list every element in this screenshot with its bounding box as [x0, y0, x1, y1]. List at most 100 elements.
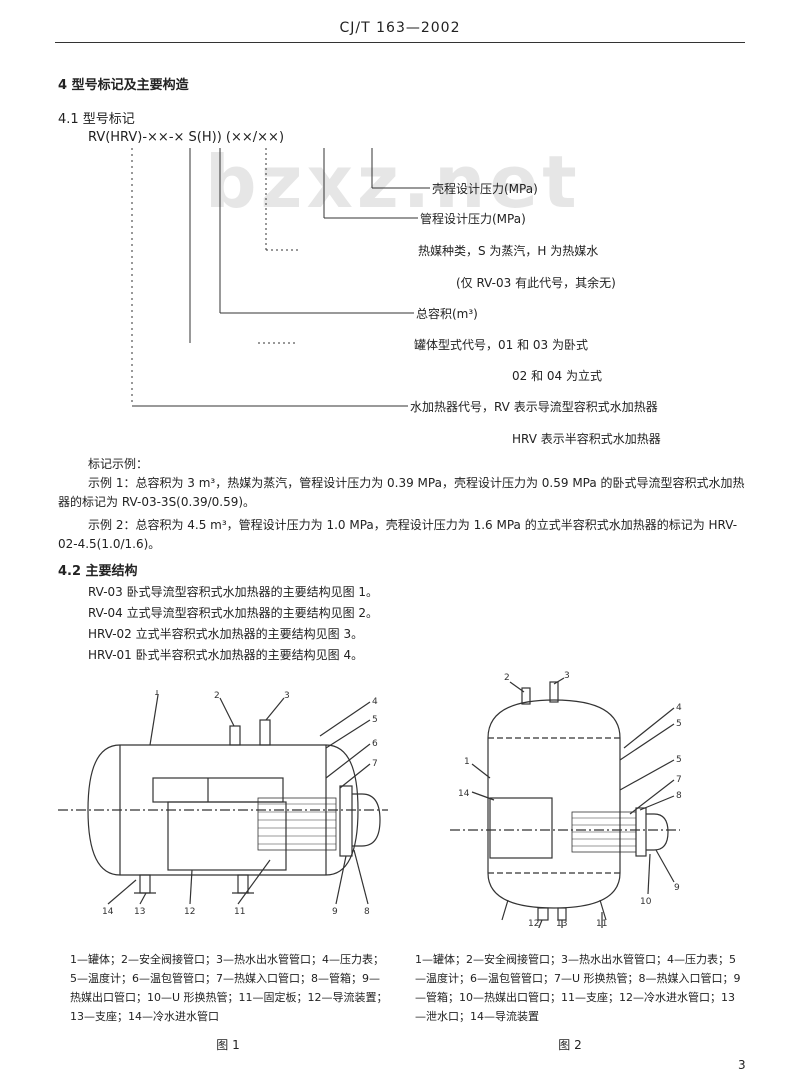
fig1-leader-8: [353, 849, 369, 905]
figure-2-drawing: 2 3 4 5 5 7 8 1 14 9 10 11 13 12: [450, 671, 682, 928]
fig2-nozzle-safety-valve: [521, 687, 531, 705]
fig1-number-5: 5: [372, 715, 378, 725]
fig2-leader-7: [629, 779, 675, 815]
structure-line-3: HRV-02 立式半容积式水加热器的主要结构见图 3。: [88, 627, 364, 641]
fig1-number-11: 11: [234, 907, 245, 917]
fig1-leader-11: [237, 859, 271, 905]
header-rule: [55, 42, 745, 43]
structure-line-2: RV-04 立式导流型容积式水加热器的主要结构见图 2。: [88, 606, 379, 620]
fig1-u-tube-bundle: [257, 797, 337, 851]
fig1-number-12: 12: [184, 907, 195, 917]
fig1-leader-4: [319, 701, 371, 737]
fig1-leader-14: [107, 879, 137, 905]
fig2-number-5b: 5: [676, 755, 682, 765]
example-2: 示例 2：总容积为 4.5 m³，管程设计压力为 1.0 MPa，壳程设计压力为…: [58, 518, 738, 551]
model-code: RV(HRV)-××-× S(H)) (××/××): [88, 130, 285, 145]
fig1-nozzle-safety-valve: [229, 725, 241, 746]
label-volume: 总容积(m³): [416, 307, 478, 321]
fig2-number-1: 1: [464, 757, 470, 767]
fig1-leader-2: [219, 697, 235, 727]
fig2-number-11: 11: [596, 919, 607, 928]
fig2-number-10: 10: [640, 897, 652, 907]
fig2-leader-10: [647, 853, 651, 895]
fig1-flange: [339, 785, 353, 857]
fig1-upper-baffle: [152, 777, 284, 803]
fig1-support-1: [139, 874, 151, 894]
fig1-leader-5: [325, 719, 371, 749]
watermark: bzxz.net: [205, 140, 581, 224]
fig1-number-13: 13: [134, 907, 145, 917]
fig2-leader-4: [623, 707, 675, 749]
label-body-type-note: 02 和 04 为立式: [512, 369, 602, 383]
fig2-number-3: 3: [564, 671, 570, 681]
fig1-number-1: 1: [154, 690, 160, 698]
fig2-leader-2: [509, 681, 525, 693]
structure-line-4: HRV-01 卧式半容积式水加热器的主要结构见图 4。: [88, 648, 364, 662]
fig1-number-2: 2: [214, 691, 220, 701]
label-body-type: 罐体型式代号，01 和 03 为卧式: [414, 338, 588, 352]
fig2-number-13: 13: [556, 919, 567, 928]
fig1-number-4: 4: [372, 697, 378, 707]
fig2-number-12: 12: [528, 919, 539, 928]
model-code-diagram: [131, 148, 430, 407]
label-tube-pressure: 管程设计压力(MPa): [420, 212, 526, 226]
label-shell-pressure: 壳程设计压力(MPa): [432, 182, 538, 196]
fig2-number-9: 9: [674, 883, 680, 893]
label-heater-code-note: HRV 表示半容积式水加热器: [512, 432, 661, 446]
figure-1-label: 图 1: [216, 1038, 240, 1052]
fig1-nozzle-hot-water-outlet: [259, 719, 271, 746]
fig2-nozzle-hot-water-outlet: [549, 681, 559, 703]
page-number: 3: [738, 1058, 746, 1072]
structure-line-1: RV-03 卧式导流型容积式水加热器的主要结构见图 1。: [88, 585, 379, 599]
fig2-leader-1: [471, 763, 491, 779]
label-medium: 热媒种类，S 为蒸汽，H 为热媒水: [418, 244, 599, 258]
fig2-cold-water-inlet: [537, 907, 549, 921]
fig2-leader-3: [553, 677, 565, 685]
fig1-support-2: [237, 874, 249, 894]
section-4-2-title: 4.2 主要结构: [58, 564, 138, 579]
section-4-1-title: 4.1 型号标记: [58, 112, 135, 127]
fig1-number-7: 7: [372, 759, 378, 769]
fig2-vessel-shell: [487, 699, 621, 909]
fig2-leader-5b: [619, 759, 675, 791]
fig2-leader-8: [639, 795, 675, 811]
fig2-number-7: 7: [676, 775, 682, 785]
fig1-number-14: 14: [102, 907, 114, 917]
figure-1-drawing: 1 2 3 4 5 6 7 8 9 11 12 13 14: [58, 690, 388, 917]
fig1-number-6: 6: [372, 739, 378, 749]
fig1-leader-12: [189, 869, 193, 905]
header-standard-number: CJ/T 163—2002: [339, 20, 461, 36]
figure-1-caption: 1—罐体；2—安全阀接管口；3—热水出水管管口；4—压力表；5—温度计；6—温包…: [70, 953, 388, 1023]
fig1-leader-3: [265, 697, 285, 721]
fig1-leader-1: [149, 694, 159, 746]
section-4-title: 4 型号标记及主要构造: [58, 78, 189, 93]
fig1-leader-9: [335, 855, 347, 905]
example-title: 标记示例：: [88, 457, 149, 471]
fig1-channel-box: [352, 793, 381, 847]
fig1-number-9: 9: [332, 907, 338, 917]
label-medium-note: (仅 RV-03 有此代号，其余无): [456, 276, 616, 290]
fig1-leader-7: [339, 763, 371, 789]
fig2-guide-device: [489, 797, 553, 859]
figure-2-caption: 1—罐体；2—安全阀接管口；3—热水出水管管口；4—压力表；5—温度计；6—温包…: [415, 953, 741, 1023]
fig2-number-8: 8: [676, 791, 682, 801]
figure-2-label: 图 2: [558, 1038, 582, 1052]
fig2-leader-14: [471, 791, 495, 801]
fig2-number-5: 5: [676, 719, 682, 729]
fig2-leader-5: [619, 723, 675, 761]
fig2-channel-box: [646, 813, 669, 851]
fig1-number-8: 8: [364, 907, 370, 917]
fig2-flange: [635, 807, 647, 857]
fig2-support-left: [501, 899, 509, 921]
fig2-number-14: 14: [458, 789, 470, 799]
fig1-leader-6: [325, 743, 371, 779]
fig2-leader-12: [538, 919, 543, 928]
fig2-number-2: 2: [504, 673, 510, 683]
fig2-support-right: [599, 899, 607, 921]
fig1-number-3: 3: [284, 691, 290, 701]
fig2-leader-9: [655, 849, 675, 883]
fig2-number-4: 4: [676, 703, 682, 713]
example-1: 示例 1：总容积为 3 m³，热媒为蒸汽，管程设计压力为 0.39 MPa，壳程…: [58, 476, 745, 509]
fig1-leader-13: [139, 892, 147, 905]
label-heater-code: 水加热器代号，RV 表示导流型容积式水加热器: [410, 400, 658, 414]
